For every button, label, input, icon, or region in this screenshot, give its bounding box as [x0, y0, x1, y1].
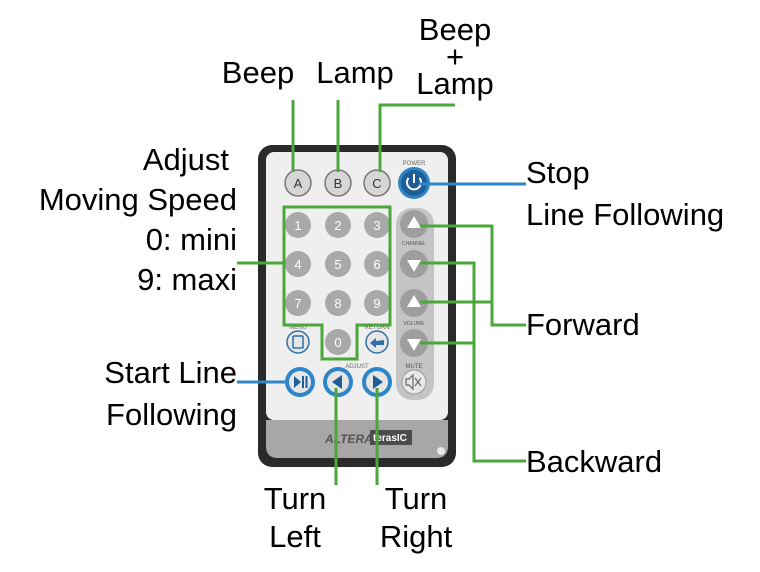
label-beep: Beep: [216, 57, 300, 88]
label-stop-line: Stop Line Following: [526, 152, 756, 236]
number-key-label: 1: [294, 218, 301, 233]
volume-caption: VOLUME: [403, 321, 425, 327]
brand-right-box: [370, 430, 412, 445]
triangle-down-icon: [407, 260, 421, 272]
number-key-2[interactable]: 2: [325, 212, 351, 238]
triangle-down-icon: [407, 339, 421, 351]
leader-numpad-box: [282, 205, 392, 361]
label-turn-left-line2: Left: [269, 519, 321, 554]
label-turn-right: Turn Right: [366, 480, 466, 556]
blue-leader-lines: [237, 182, 526, 384]
label-turn-right-line2: Right: [379, 519, 453, 554]
label-forward: Forward: [526, 309, 706, 340]
play-pause-icon: [294, 376, 308, 388]
leader-beep-lamp: [378, 103, 455, 172]
label-beep-lamp: Beep + Lamp: [405, 12, 505, 101]
number-key-label: 5: [334, 257, 341, 272]
number-key-6[interactable]: 6: [364, 251, 390, 277]
remote-bottom-panel: [266, 420, 448, 458]
triangle-left-icon: [332, 375, 342, 389]
number-pad: 1 2 3 4 5 6 7 8 9 0: [285, 212, 390, 355]
volume-down-button[interactable]: [400, 329, 428, 357]
menu-icon: [292, 335, 304, 349]
button-a-label: A: [294, 176, 303, 191]
channel-up-button[interactable]: [400, 210, 428, 238]
number-key-label: 6: [373, 257, 380, 272]
label-lamp-text: Lamp: [316, 55, 394, 90]
label-stop-line1: Stop: [526, 155, 590, 190]
return-icon: [370, 338, 384, 348]
number-key-label: 3: [373, 218, 380, 233]
number-key-label: 7: [294, 296, 301, 311]
power-caption: POWER: [403, 161, 426, 167]
mute-speaker-icon: [405, 373, 422, 391]
power-icon: [406, 174, 422, 191]
right-arrow-button[interactable]: [362, 367, 392, 397]
number-key-label: 4: [294, 257, 301, 272]
button-c[interactable]: C: [363, 169, 391, 197]
number-key-1[interactable]: 1: [285, 212, 311, 238]
channel-caption: CHANNEL: [402, 241, 426, 247]
number-key-label: 0: [334, 335, 341, 350]
menu-caption: MENU: [289, 325, 307, 331]
label-forward-text: Forward: [526, 307, 640, 342]
number-key-3[interactable]: 3: [364, 212, 390, 238]
lanyard-hole: [437, 447, 445, 455]
mute-caption: MUTE: [406, 364, 423, 370]
label-adjust-line1: Adjust: [142, 142, 229, 177]
label-start-line2: Following: [106, 397, 237, 432]
label-turn-left: Turn Left: [250, 480, 340, 556]
button-c-label: C: [372, 176, 381, 191]
label-beep-lamp-line1: Beep: [418, 12, 492, 47]
number-key-label: 8: [334, 296, 341, 311]
triangle-up-icon: [407, 216, 421, 228]
left-arrow-button[interactable]: [323, 367, 353, 397]
power-button[interactable]: [398, 167, 430, 199]
play-pause-button[interactable]: [285, 367, 315, 397]
label-adjust-line2: Moving Speed: [38, 182, 237, 217]
number-key-0[interactable]: 0: [325, 329, 351, 355]
label-beep-lamp-line3: Lamp: [416, 66, 494, 101]
number-key-5[interactable]: 5: [325, 251, 351, 277]
brand-right: terasIC: [373, 433, 407, 444]
number-key-label: 2: [334, 218, 341, 233]
number-key-label: 9: [373, 296, 380, 311]
menu-button[interactable]: [286, 330, 310, 354]
label-backward-text: Backward: [526, 444, 663, 479]
label-stop-line2: Line Following: [526, 197, 725, 232]
label-start-line1: Start Line: [104, 355, 237, 390]
leader-backward: [420, 261, 526, 463]
label-start-line: Start Line Following: [0, 352, 237, 436]
label-beep-lamp-line2: +: [445, 39, 465, 74]
label-beep-text: Beep: [221, 55, 295, 90]
button-b-label: B: [334, 176, 343, 191]
adjust-caption: ADJUST: [345, 364, 369, 370]
channel-down-button[interactable]: [400, 250, 428, 278]
label-adjust-line4: 9: maxi: [137, 262, 237, 297]
return-caption: RETURN: [365, 325, 390, 331]
number-key-8[interactable]: 8: [325, 290, 351, 316]
leader-lines: [237, 100, 526, 485]
button-b[interactable]: B: [324, 169, 352, 197]
number-key-7[interactable]: 7: [285, 290, 311, 316]
number-key-9[interactable]: 9: [364, 290, 390, 316]
triangle-right-icon: [373, 375, 383, 389]
mute-button[interactable]: [401, 369, 427, 395]
leader-forward: [420, 224, 526, 327]
label-adjust-line3: 0: mini: [145, 222, 237, 257]
return-button[interactable]: [365, 330, 389, 354]
number-key-4[interactable]: 4: [285, 251, 311, 277]
button-a[interactable]: A: [284, 169, 312, 197]
label-backward: Backward: [526, 446, 726, 477]
label-lamp: Lamp: [310, 57, 400, 88]
label-adjust-speed: Adjust Moving Speed 0: mini 9: maxi: [0, 140, 237, 300]
brand-left: ALTERA: [324, 432, 373, 446]
label-turn-left-line1: Turn: [263, 481, 327, 516]
label-turn-right-line1: Turn: [384, 481, 448, 516]
triangle-up-icon: [407, 295, 421, 307]
volume-up-button[interactable]: [400, 289, 428, 317]
